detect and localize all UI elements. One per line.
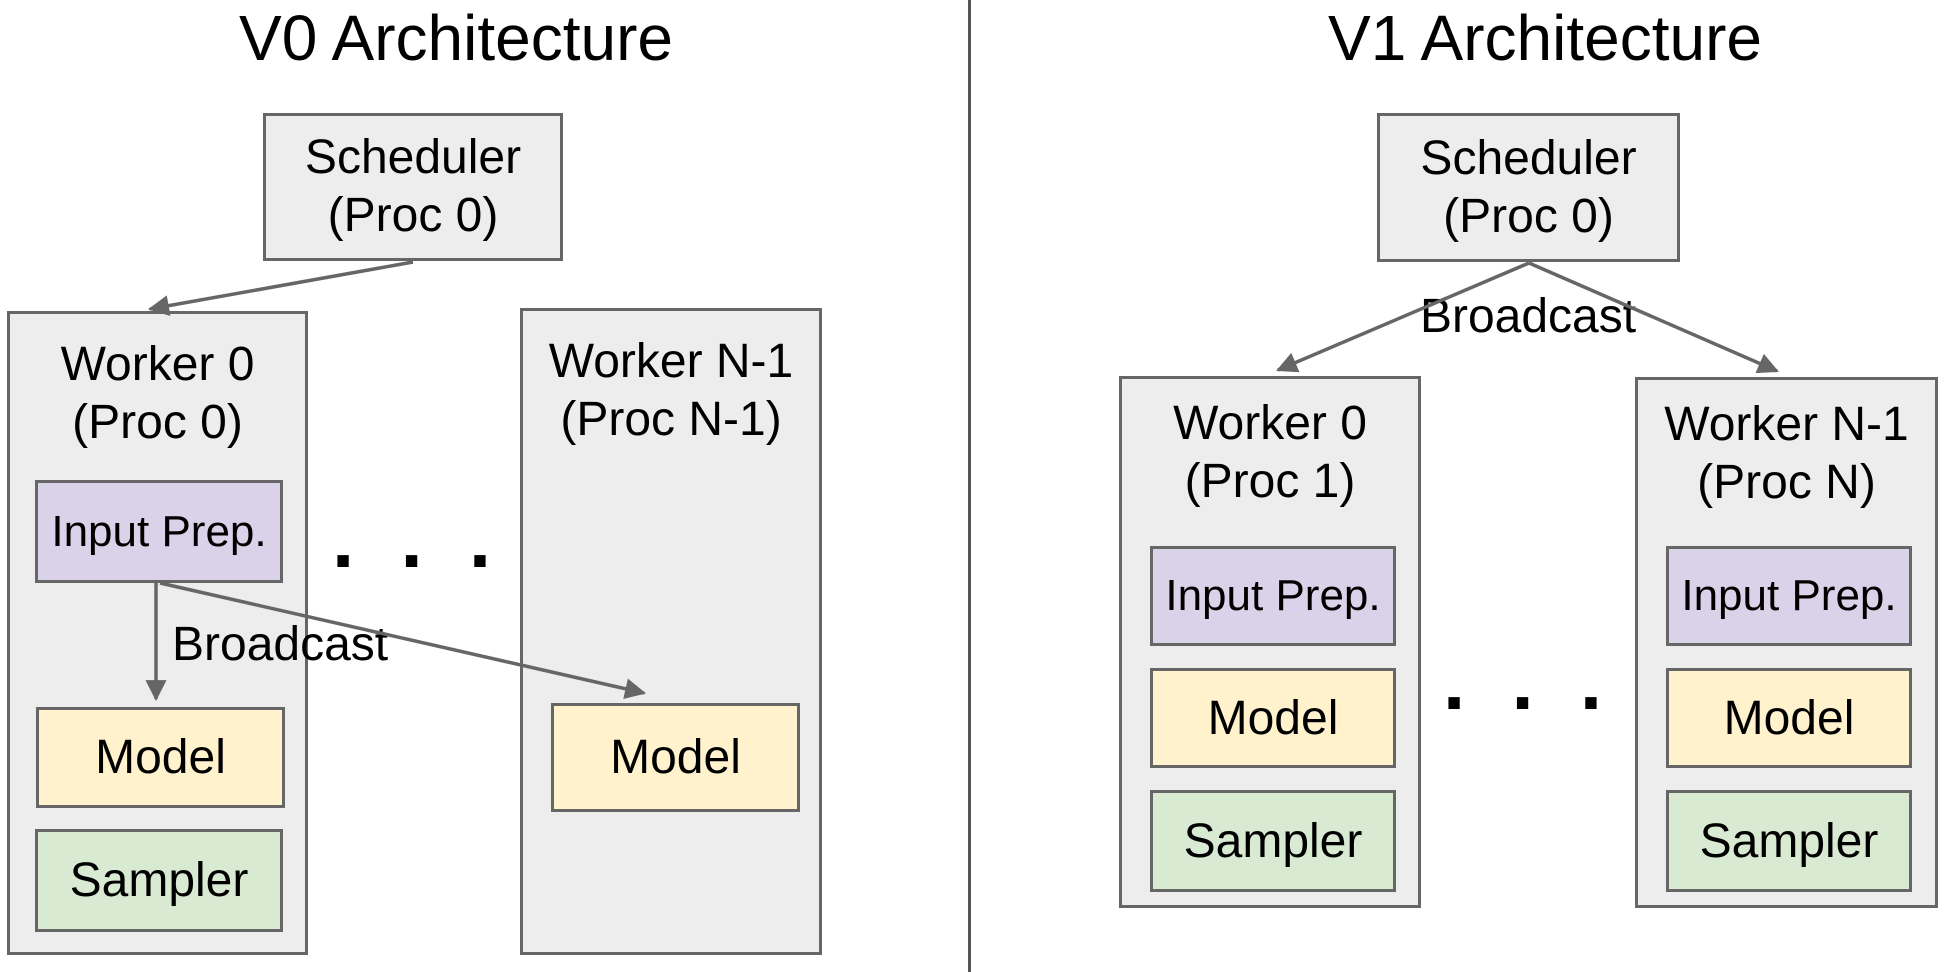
v0-panel-title: V0 Architecture — [239, 2, 673, 74]
v1-workerN-box: Worker N-1 (Proc N) Input Prep. Model Sa… — [1635, 377, 1938, 908]
v0-workerN-model-box: Model — [551, 703, 800, 812]
v1-scheduler-box: Scheduler (Proc 0) — [1377, 113, 1680, 262]
v1-worker0-title-line1: Worker 0 — [1173, 397, 1367, 450]
v0-workerN-title-line1: Worker N-1 — [548, 335, 794, 388]
v0-scheduler-label-line2: (Proc 0) — [327, 189, 499, 242]
v1-scheduler-label-line2: (Proc 0) — [1443, 189, 1614, 243]
v0-worker0-title-line2: (Proc 0) — [72, 396, 243, 449]
v0-workerN-title-line2: (Proc N-1) — [560, 393, 782, 446]
v1-workerN-title-line2: (Proc N) — [1697, 456, 1876, 509]
v0-broadcast-label: Broadcast — [172, 618, 389, 671]
v0-worker0-sampler-box: Sampler — [35, 829, 283, 932]
v1-ellipsis: . . . — [1443, 637, 1615, 726]
v1-panel-title: V1 Architecture — [1328, 2, 1762, 74]
v0-workerN-title: Worker N-1 (Proc N-1) — [523, 333, 819, 449]
v0-arrow-scheduler-to-worker0 — [147, 260, 414, 317]
v1-worker0-box: Worker 0 (Proc 1) Input Prep. Model Samp… — [1119, 376, 1421, 908]
v1-worker0-title: Worker 0 (Proc 1) — [1122, 395, 1418, 511]
v1-workerN-model-box: Model — [1666, 668, 1912, 768]
panel-divider — [968, 0, 971, 972]
v1-workerN-input-prep-box: Input Prep. — [1666, 546, 1912, 646]
v0-scheduler-box: Scheduler (Proc 0) — [263, 113, 563, 261]
v1-scheduler-label-line1: Scheduler — [1420, 131, 1637, 185]
v1-workerN-sampler-box: Sampler — [1666, 790, 1912, 892]
v1-worker0-title-line2: (Proc 1) — [1184, 455, 1356, 508]
v0-worker0-model-box: Model — [36, 707, 285, 808]
v0-worker0-title: Worker 0 (Proc 0) — [10, 336, 305, 452]
v0-ellipsis: . . . — [332, 495, 504, 584]
v0-worker0-input-prep-box: Input Prep. — [35, 480, 283, 583]
v0-scheduler-label-line1: Scheduler — [304, 131, 522, 184]
v1-workerN-title-line1: Worker N-1 — [1664, 398, 1909, 451]
v0-worker0-title-line1: Worker 0 — [60, 338, 255, 391]
v1-broadcast-label: Broadcast — [1419, 290, 1637, 343]
v1-worker0-input-prep-box: Input Prep. — [1150, 546, 1396, 646]
v1-worker0-model-box: Model — [1150, 668, 1396, 768]
v0-workerN-box: Worker N-1 (Proc N-1) Model — [520, 308, 822, 955]
v1-worker0-sampler-box: Sampler — [1150, 790, 1396, 892]
v1-workerN-title: Worker N-1 (Proc N) — [1638, 396, 1935, 512]
